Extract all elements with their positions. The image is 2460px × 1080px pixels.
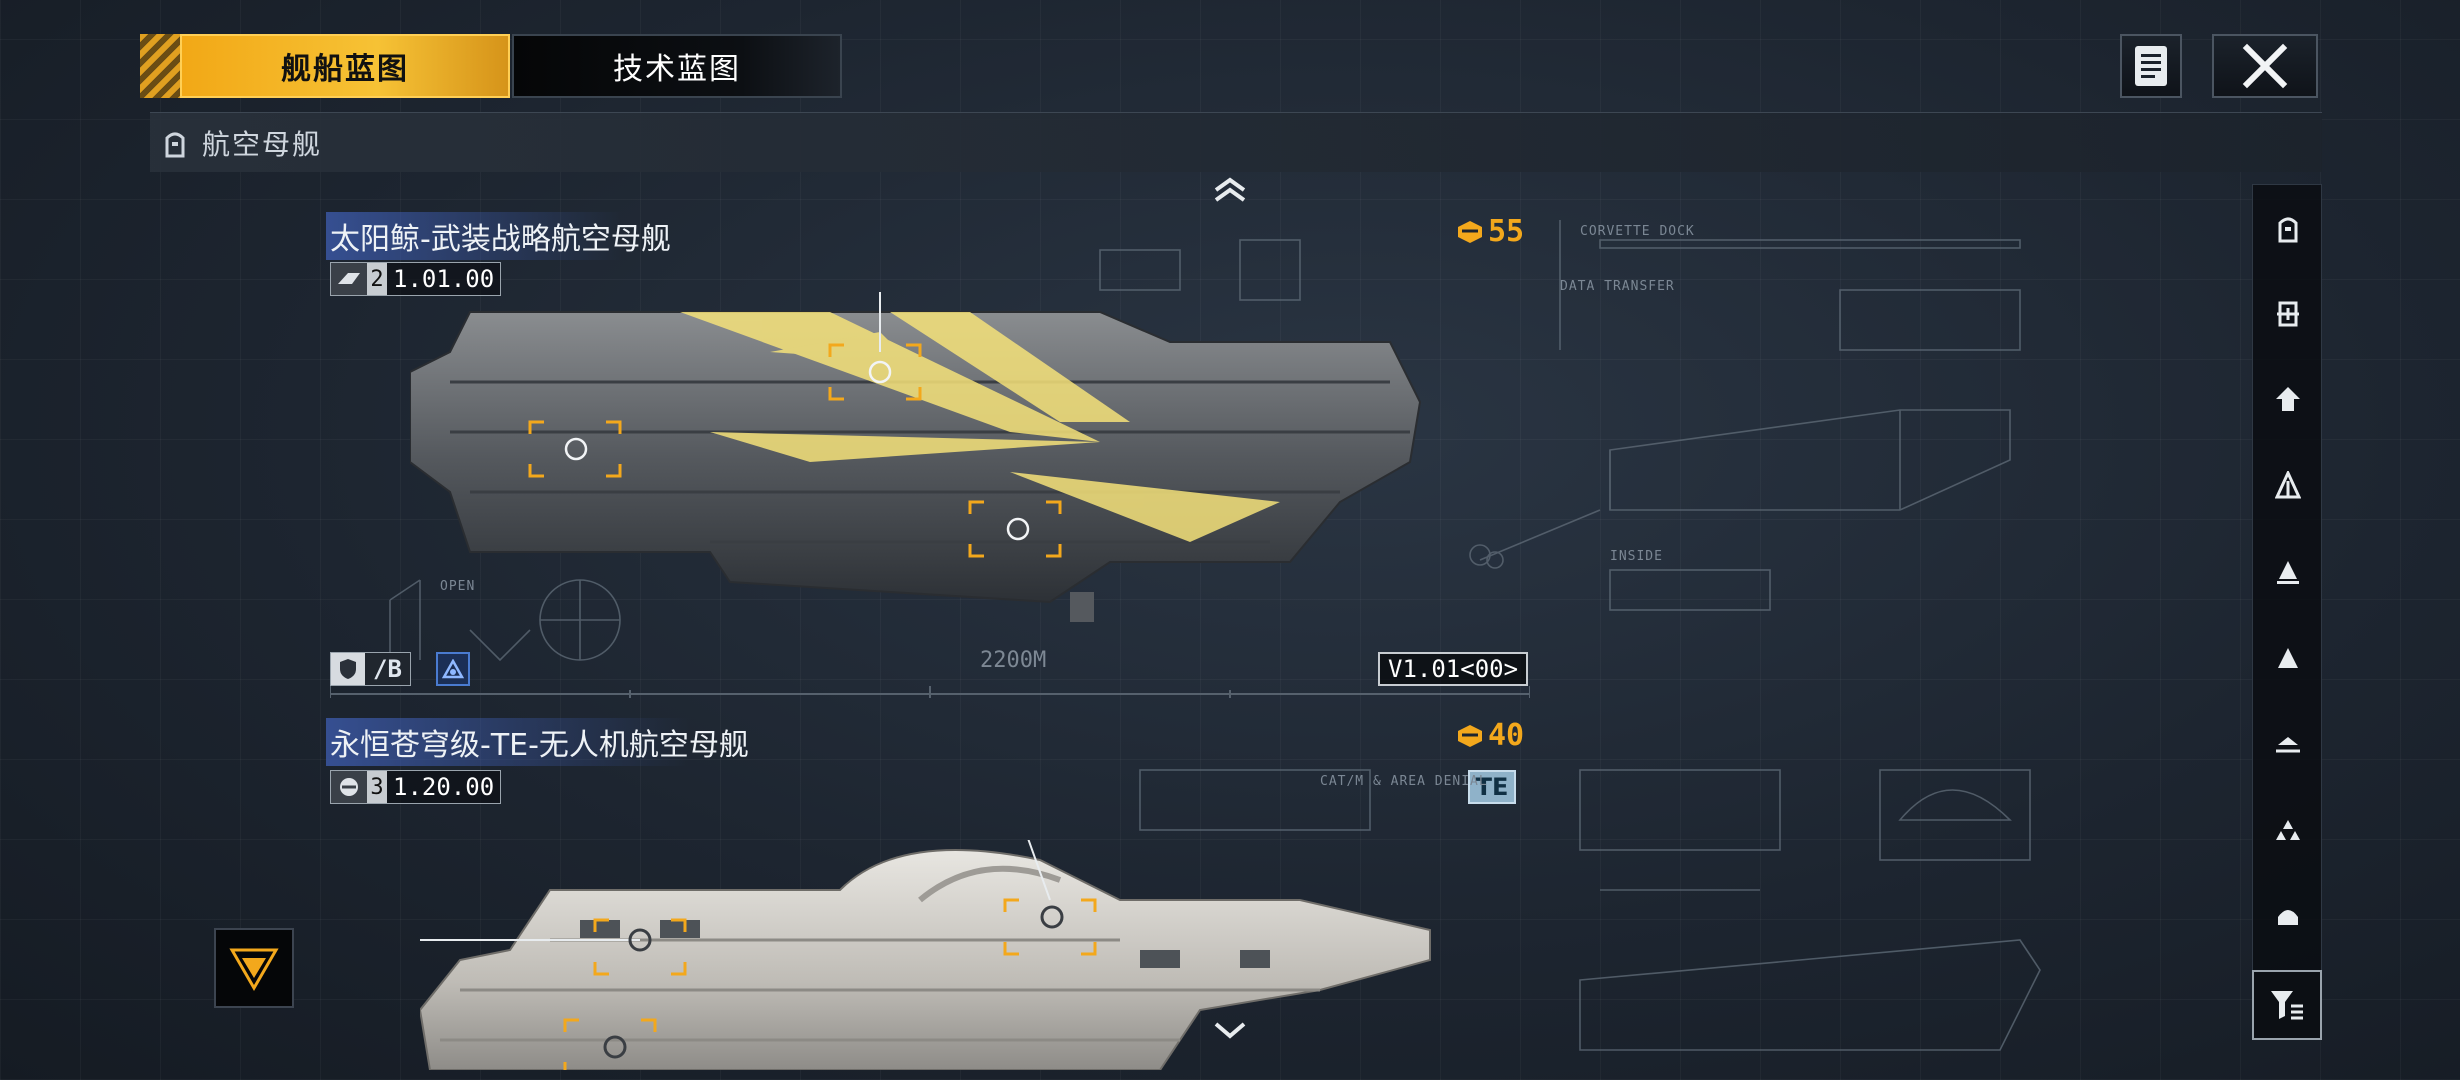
tab-tech-blueprint[interactable]: 技术蓝图 — [512, 34, 842, 98]
blueprint-text: CORVETTE DOCK — [1580, 224, 1695, 239]
ship-tag-te: TE — [1468, 770, 1516, 804]
document-button[interactable] — [2120, 34, 2182, 98]
fleet-filter-button[interactable] — [214, 928, 294, 1008]
corvette-class-icon — [2278, 648, 2298, 668]
destroyer-class-icon — [2275, 471, 2301, 499]
blueprint-type-icon — [331, 263, 367, 295]
ship-cost-value: 40 — [1488, 718, 1525, 753]
close-button[interactable] — [2212, 34, 2318, 98]
ship-image — [410, 292, 1422, 622]
blueprint-text: INSIDE — [1610, 549, 1663, 564]
filter-button[interactable] — [2252, 970, 2322, 1040]
command-points-icon — [1458, 724, 1482, 747]
ship-class-nav — [2252, 184, 2322, 1040]
shield-icon — [331, 653, 365, 685]
ship-badge: /B — [330, 652, 411, 686]
ship-name: 永恒苍穹级-TE-无人机航空母舰 — [326, 718, 753, 766]
tab-ship-blueprint[interactable]: 舰船蓝图 — [180, 34, 510, 98]
nav-cruiser[interactable] — [2253, 271, 2323, 357]
category-bar: 航空母舰 — [150, 112, 2322, 172]
nav-carrier[interactable] — [2253, 185, 2323, 271]
ship-level: 2 — [367, 263, 387, 295]
nav-aux-ship[interactable] — [2253, 701, 2323, 787]
blueprint-text: DATA TRANSFER — [1560, 279, 1675, 294]
tab-decoration — [140, 34, 180, 98]
ship-cost-value: 55 — [1488, 214, 1525, 249]
ship-badge-text: /B — [365, 653, 410, 685]
ship-version-box: 2 1.01.00 — [330, 262, 502, 296]
carrier-class-icon — [165, 132, 185, 157]
blueprint-text: OPEN — [440, 579, 475, 594]
ship-version-box: 3 1.20.00 — [330, 770, 502, 804]
nav-dome[interactable] — [2253, 873, 2323, 959]
battlecruiser-class-icon — [2276, 387, 2300, 411]
carrier-class-icon — [2278, 217, 2298, 243]
ship-cost: 40 — [1456, 718, 1524, 753]
ship-version: 1.01.00 — [393, 265, 495, 293]
blueprint-radar: OPEN — [389, 579, 621, 662]
filter-icon — [2271, 991, 2303, 1020]
fighter-icon — [2276, 820, 2300, 840]
ship-image — [420, 840, 1431, 1070]
ship-version: 1.20.00 — [393, 773, 495, 801]
cruiser-class-icon — [2277, 301, 2299, 327]
document-icon — [2135, 46, 2167, 86]
scroll-up-icon[interactable] — [1212, 176, 1248, 202]
aux-ship-icon — [2276, 737, 2300, 753]
ship-level: 3 — [367, 771, 387, 803]
scroll-down-icon[interactable] — [1212, 1020, 1248, 1042]
scale-label: 2200M — [980, 648, 1047, 673]
blueprint-schematic: CORVETTE DOCK DATA TRANSFER INSIDE — [1099, 220, 2021, 611]
nav-corvette[interactable] — [2253, 615, 2323, 701]
nav-destroyer[interactable] — [2253, 443, 2323, 529]
scale-ruler — [330, 686, 1530, 698]
dome-icon — [2278, 910, 2298, 925]
blueprint-schematic: CAT/M & AREA DENIAL — [1139, 769, 2041, 1051]
ship-cost: 55 — [1456, 214, 1524, 249]
faction-badge — [436, 652, 470, 686]
version-label: V1.01<00> — [1378, 652, 1529, 686]
close-icon — [2242, 43, 2288, 89]
command-points-icon — [1458, 220, 1482, 243]
category-label: 航空母舰 — [202, 127, 323, 161]
nav-battlecruiser[interactable] — [2253, 357, 2323, 443]
frigate-class-icon — [2277, 561, 2299, 584]
blueprint-type-icon — [331, 771, 367, 803]
ship-card[interactable]: 太阳鲸-武装战略航空母舰 2 1.01.00 55 — [0, 200, 2200, 700]
faction-icon — [442, 659, 464, 679]
blueprint-text: CAT/M & AREA DENIAL — [1320, 774, 1488, 789]
triangle-emblem-icon — [229, 948, 279, 991]
ship-card[interactable]: 永恒苍穹级-TE-无人机航空母舰 3 1.20.00 40 TE — [0, 710, 2200, 1070]
nav-frigate[interactable] — [2253, 529, 2323, 615]
nav-fighter[interactable] — [2253, 787, 2323, 873]
ship-name: 太阳鲸-武装战略航空母舰 — [326, 212, 675, 260]
